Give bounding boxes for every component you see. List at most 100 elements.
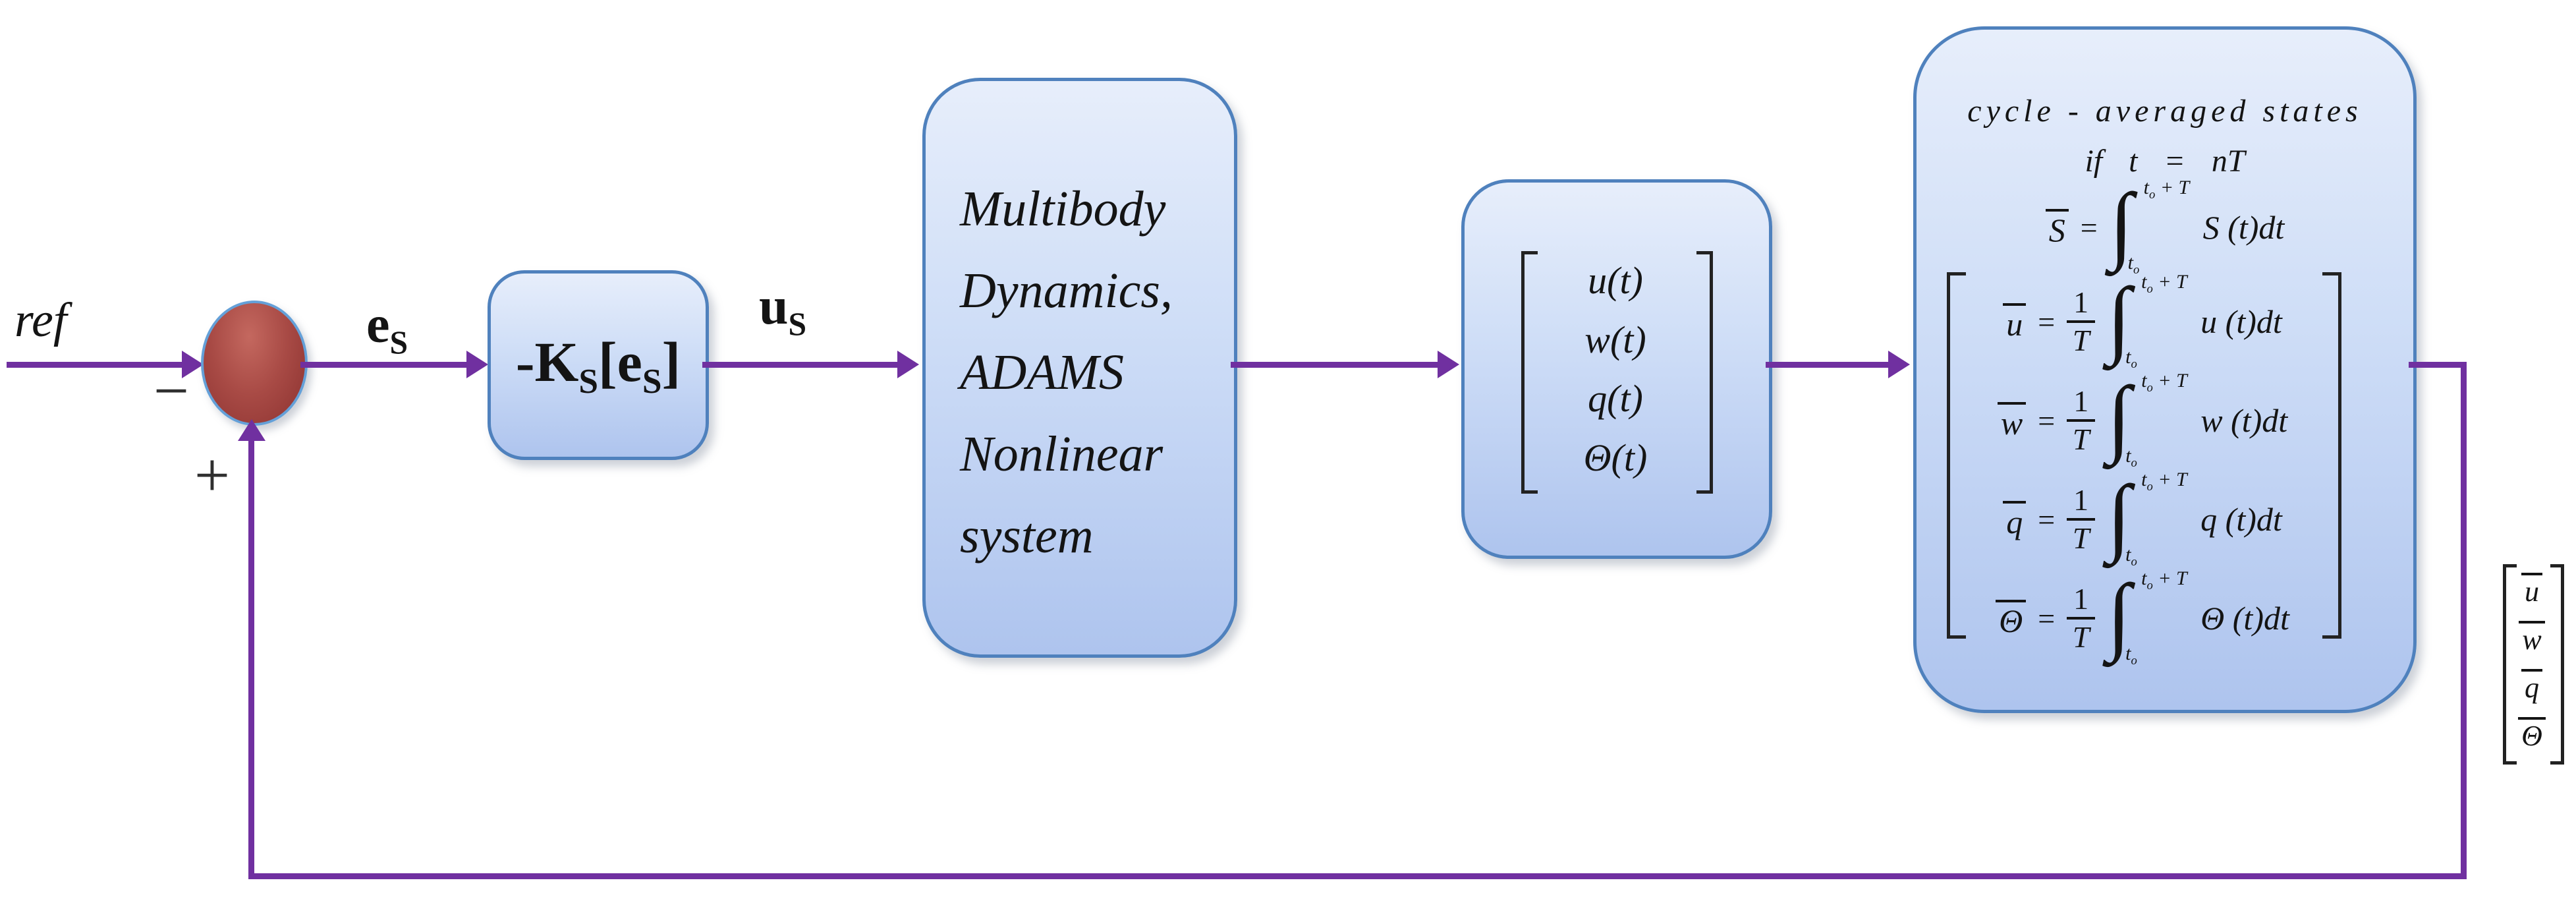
ref-arrowhead-icon (182, 351, 204, 378)
output-vector-right-bracket (2550, 564, 2564, 765)
theta-bar: Θ (1996, 599, 2027, 637)
minus-sign: − (153, 355, 190, 426)
w-integrand: w (t)dt (2200, 402, 2288, 439)
feedback-arrowhead-icon (238, 419, 266, 441)
averaging-condition: if t = nT (2085, 144, 2245, 179)
states-arrowhead-icon (1888, 351, 1910, 378)
error-signal-base: e (366, 296, 390, 354)
integral-lower-limit: to (2125, 643, 2137, 668)
feedback-line-right (2461, 364, 2467, 879)
plant-line-5: system (960, 508, 1094, 564)
control-signal-label: uS (759, 277, 806, 343)
plant-label: Multibody Dynamics, ADAMS Nonlinear syst… (926, 81, 1234, 577)
plant-line-2: Dynamics, (960, 263, 1173, 318)
output-theta-bar: Θ (2518, 717, 2546, 751)
state-w: w(t) (1584, 318, 1646, 361)
feedback-line-bottom (248, 873, 2467, 879)
w-bar: w (1997, 401, 2027, 440)
control-signal-base: u (759, 277, 789, 335)
theta-integrand: Θ (t)dt (2200, 600, 2289, 637)
equals-sign: = (2038, 502, 2056, 536)
controller-gain-label: -KS[eS] (516, 329, 681, 401)
output-w-bar: w (2519, 621, 2545, 654)
state-u: u(t) (1588, 259, 1643, 303)
controller-box: -KS[eS] (488, 270, 709, 460)
q-integrand: q (t)dt (2200, 501, 2282, 538)
integral-upper-limit: to + T (2141, 469, 2187, 494)
integral-lower-limit: to (2125, 445, 2137, 471)
integral-glyph: ∫ (2107, 368, 2131, 465)
integral-lower-limit: to (2125, 346, 2137, 372)
state-vector-left-bracket (1521, 251, 1538, 494)
s-average-equation: S = ∫ to + T to S (t)dt (1917, 178, 2413, 277)
plant-line-1: Multibody (960, 181, 1166, 237)
averaging-title: cycle - averaged states (1967, 94, 2363, 129)
integral-glyph: ∫ (2107, 565, 2131, 663)
cycle-averaging-box: cycle - averaged states if t = nT S = ∫ … (1913, 26, 2417, 713)
plant-box: Multibody Dynamics, ADAMS Nonlinear syst… (922, 78, 1237, 658)
integral-upper-limit: to + T (2141, 271, 2187, 296)
feedback-line-out (2409, 362, 2467, 368)
integral-sign: ∫ to + T to (2107, 470, 2189, 569)
matrix-right-bracket (2322, 272, 2341, 639)
state-vector-right-bracket (1696, 251, 1713, 494)
error-signal-label: eS (366, 295, 408, 361)
s-bar: S (2045, 208, 2069, 246)
controller-bracket-close: ] (661, 330, 681, 393)
integral-lower-limit: to (2125, 544, 2137, 569)
equals-sign: = (2038, 601, 2056, 635)
u-bar: u (2003, 303, 2027, 341)
u-integrand: u (t)dt (2200, 303, 2282, 340)
integral-sign: ∫ to + T to (2107, 371, 2189, 470)
q-bar: q (2003, 500, 2027, 538)
ref-arrow-line (7, 362, 186, 368)
feedback-line-left (248, 439, 254, 876)
integral-lower-limit: to (2127, 252, 2140, 277)
output-q-bar: q (2521, 669, 2542, 703)
s-integrand: S (t)dt (2202, 209, 2285, 246)
state-theta: Θ(t) (1583, 436, 1648, 479)
integral-sign: ∫ to + T to (2107, 272, 2189, 371)
integral-sign: ∫ to + T to (2107, 569, 2189, 668)
integral-upper-limit: to + T (2143, 177, 2190, 202)
integral-glyph: ∫ (2107, 467, 2131, 564)
ref-label: ref (14, 293, 67, 347)
plant-line-4: Nonlinear (960, 426, 1163, 482)
error-arrowhead-icon (466, 351, 488, 378)
controller-gain-sub: S (578, 361, 599, 401)
integral-sign: ∫ to + T to (2110, 178, 2191, 277)
controller-gain-k: -K (515, 330, 579, 393)
control-signal-sub: S (788, 306, 807, 342)
equals-sign: = (2080, 210, 2098, 245)
control-arrowhead-icon (897, 351, 919, 378)
summing-junction (201, 301, 308, 426)
equals-sign: = (2038, 304, 2056, 339)
error-arrow-line (300, 362, 469, 368)
integral-glyph: ∫ (2109, 175, 2133, 272)
state-vector: u(t) w(t) q(t) Θ(t) (1534, 251, 1696, 487)
plus-sign: + (194, 440, 231, 510)
states-arrow-line (1766, 362, 1891, 368)
controller-error-sub: S (642, 361, 662, 401)
controller-bracket-e: [e (598, 330, 642, 393)
error-signal-sub: S (389, 324, 408, 361)
integral-upper-limit: to + T (2141, 370, 2187, 395)
output-u-bar: u (2521, 573, 2542, 606)
state-vector-box: u(t) w(t) q(t) Θ(t) (1461, 179, 1772, 559)
integral-upper-limit: to + T (2141, 567, 2187, 593)
output-vector: u w q Θ (2508, 565, 2556, 758)
plant-output-arrow-line (1231, 362, 1440, 368)
matrix-left-bracket (1947, 272, 1966, 639)
control-arrow-line (702, 362, 900, 368)
plant-line-3: ADAMS (960, 345, 1125, 400)
